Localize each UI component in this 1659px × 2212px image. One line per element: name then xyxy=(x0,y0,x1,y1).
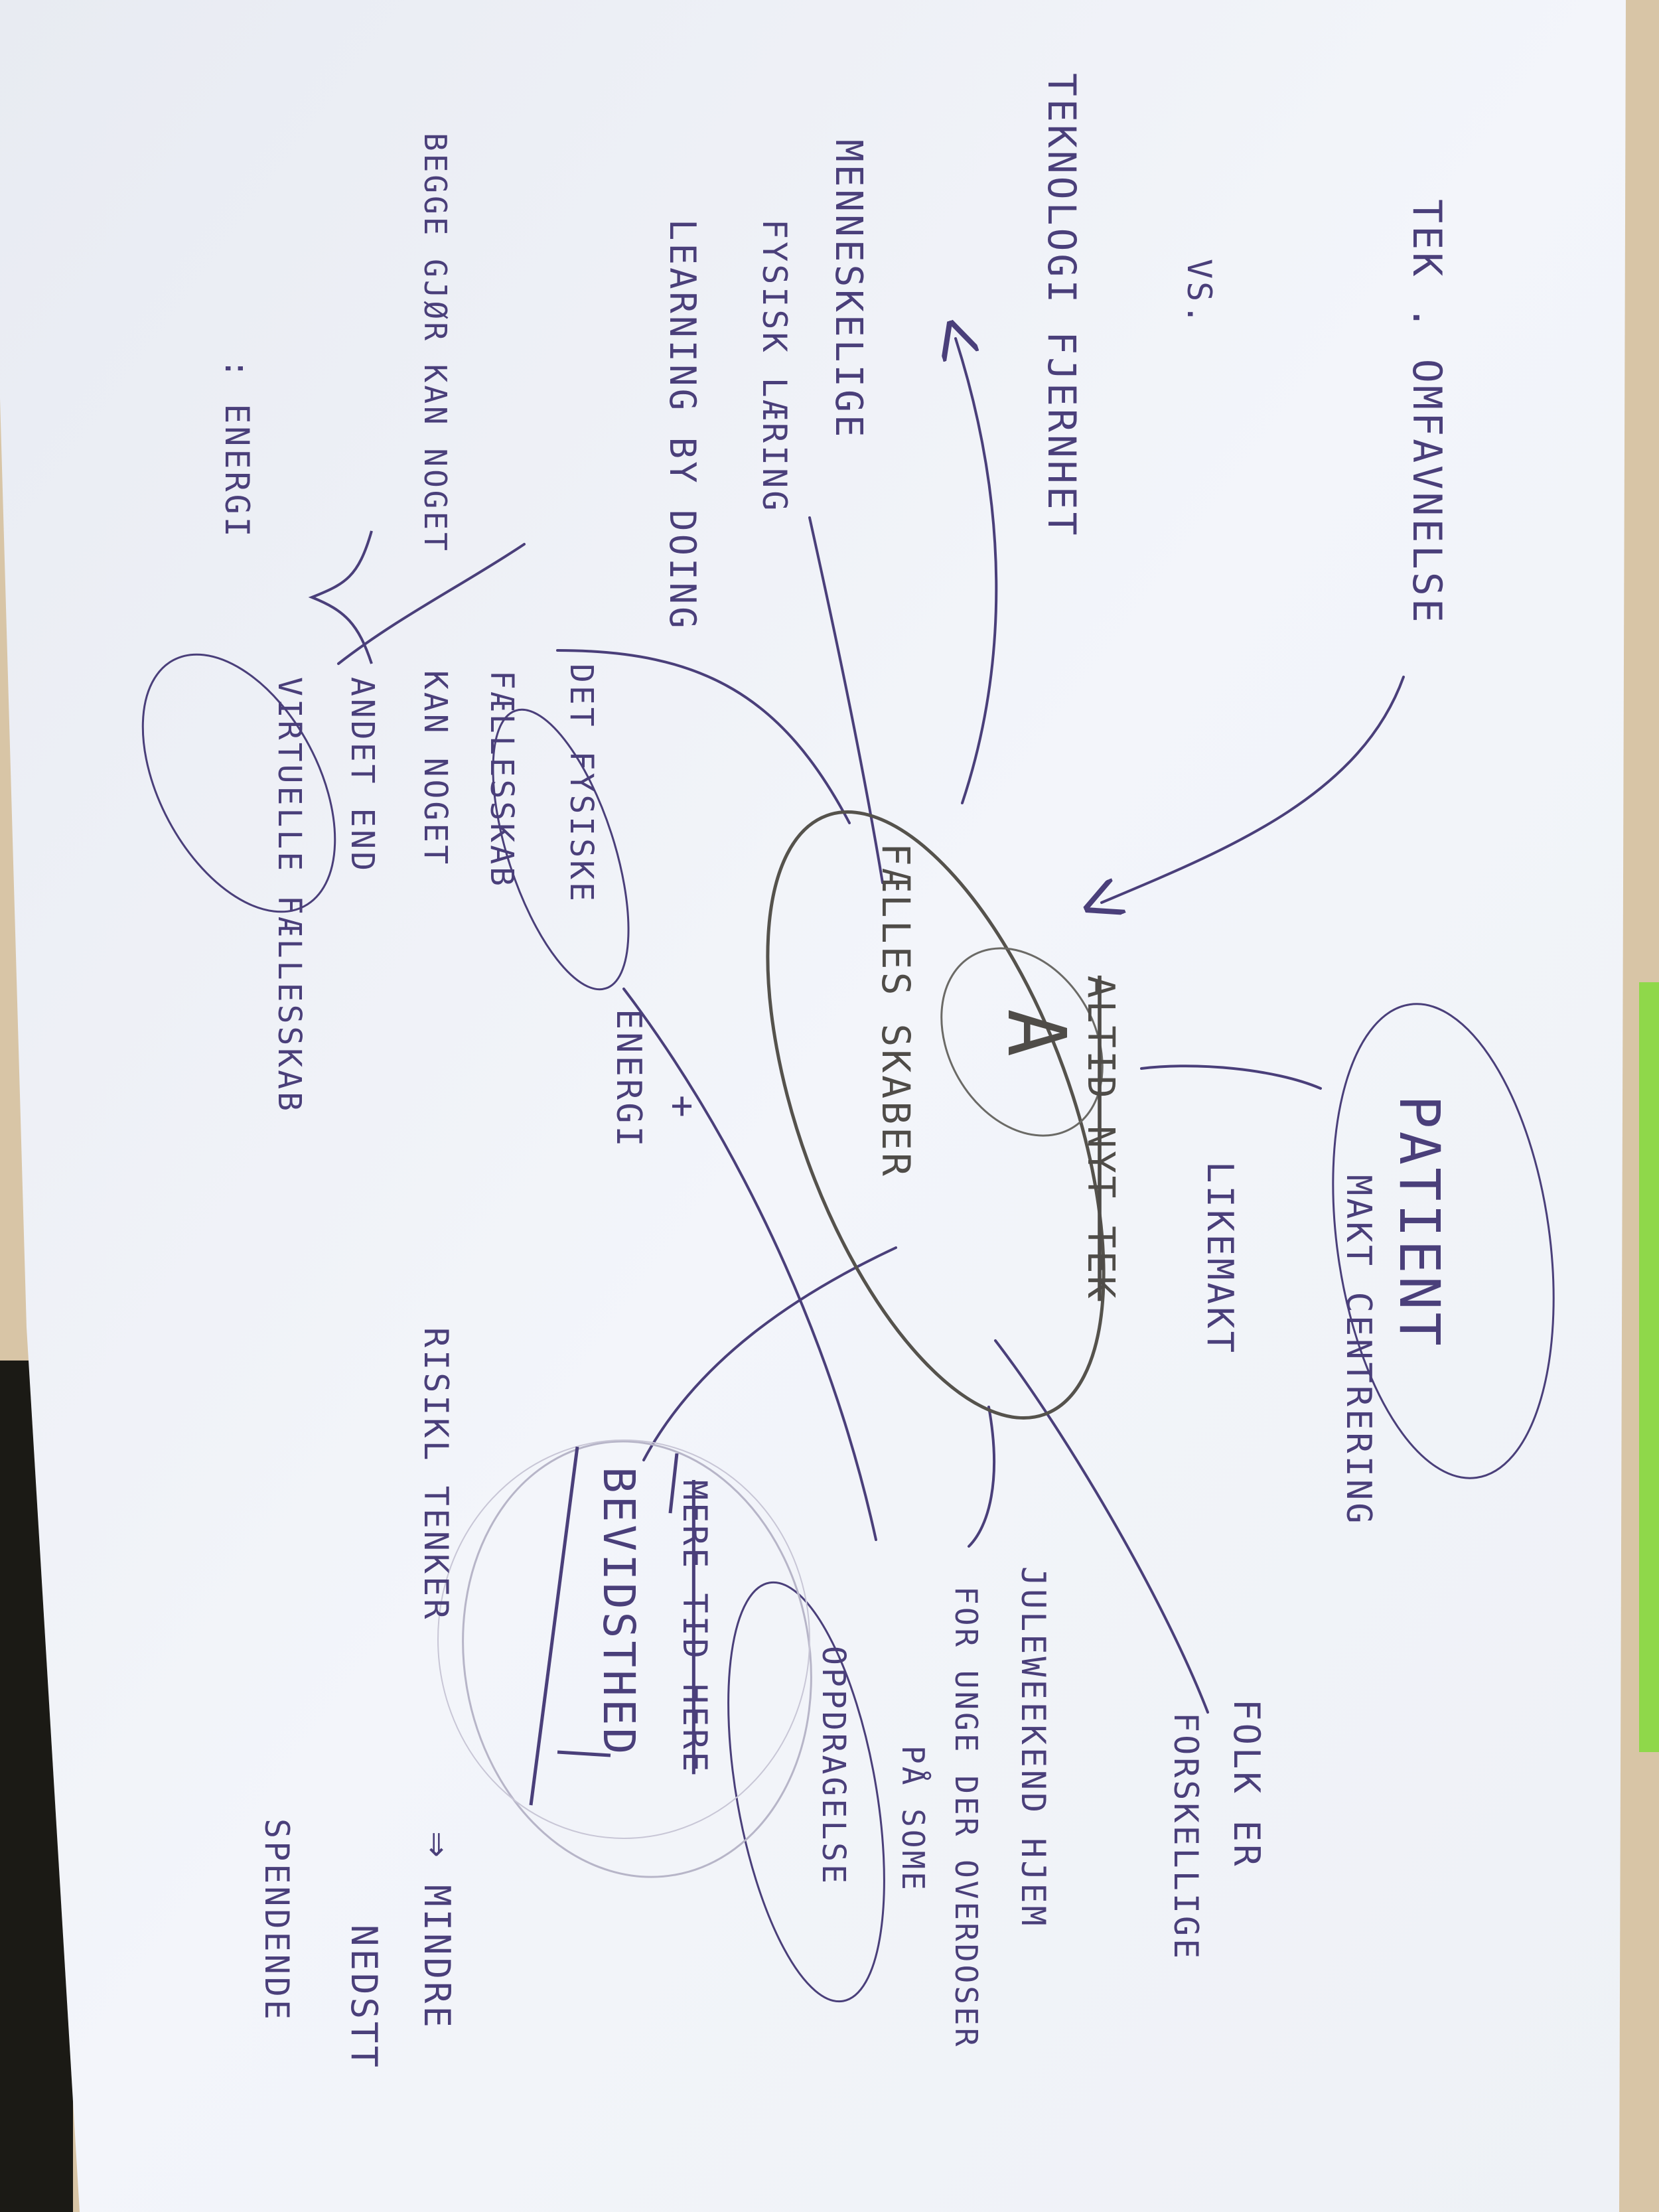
text-felles-skaber: FÆLLES SKABER xyxy=(873,843,918,1179)
line-fjernhet xyxy=(956,338,998,804)
note-nedstt: NEDSTT xyxy=(343,1925,385,2070)
text-folk-er: FOLK ER xyxy=(1226,1699,1267,1869)
line-doing xyxy=(556,649,851,824)
note-folk-er: FOLK ER xyxy=(1226,1699,1267,1869)
text-likemakt: LIKEMAKT xyxy=(1199,1161,1241,1355)
note-kan-noget: KAN NOGET xyxy=(417,670,454,867)
line-juleweekend xyxy=(968,1406,995,1548)
text-energi-right: ENERGI xyxy=(609,1009,648,1149)
text-spendende: SPENDENDE xyxy=(257,1818,296,2022)
line-menneskelige xyxy=(808,516,884,884)
text-andet-end: ANDET END xyxy=(344,677,381,873)
note-menneskelige: MENNESKELIGE xyxy=(827,139,870,440)
text-altid-nyt-tek: ALTID NYT TEK xyxy=(1079,976,1122,1301)
center-small-ellipse xyxy=(940,947,1104,1137)
note-omfavnelse: TEK . OMFAVNELSE xyxy=(1404,199,1450,625)
note-juleweekend: JULEWEEKEND HJEM xyxy=(1014,1566,1052,1929)
brace-icon xyxy=(308,530,373,664)
note-plus: + xyxy=(661,1095,704,1120)
bevidsthed-faint-ellipse xyxy=(462,1440,812,1878)
text-teknologi-fjernhet: TEKNOLOGI FJERNHET xyxy=(1039,73,1084,538)
line-energi-down xyxy=(622,988,877,1541)
bevidsthed-faint-ellipse-2 xyxy=(437,1439,810,1839)
note-arrow-symbol: ⇒ xyxy=(414,1832,463,1860)
note-mindre: MINDRE xyxy=(416,1885,458,2030)
text-forskellige: FORSKELLIGE xyxy=(1167,1712,1205,1961)
line-omfavnelse xyxy=(1102,676,1405,903)
text-menneskelige: MENNESKELIGE xyxy=(827,139,870,440)
text-energi-left: : ENERGI xyxy=(218,358,256,540)
note-pa-some: PÅ SOME xyxy=(895,1745,931,1893)
underline-icon-3 xyxy=(557,1750,611,1757)
note-for-unge: FOR UNGE DER OVERDOSER xyxy=(948,1586,984,2049)
text-fysisk-laering: FYSISK LÆRING xyxy=(755,219,794,513)
note-center-a: A xyxy=(989,1009,1082,1059)
note-andet-end: ANDET END xyxy=(344,677,381,873)
note-learning-by-doing: LEARNING BY DOING xyxy=(662,219,703,631)
text-virtuelle-fellesskab: VIRTUELLE FÆLLESSKAB xyxy=(271,677,308,1114)
text-learning-by-doing: LEARNING BY DOING xyxy=(662,219,703,631)
note-det-fysiske: DET FYSISKE xyxy=(563,664,600,904)
line-begge xyxy=(337,543,526,665)
text-center-a: A xyxy=(989,1009,1082,1059)
note-likemakt: LIKEMAKT xyxy=(1199,1161,1241,1355)
note-fysisk-laering: FYSISK LÆRING xyxy=(755,219,794,513)
text-juleweekend: JULEWEEKEND HJEM xyxy=(1014,1566,1052,1929)
det-fysiske-ellipse xyxy=(492,708,630,991)
text-risikl-tenker: RISIKL TENKER xyxy=(417,1327,455,1621)
note-altid-nyt-tek: ALTID NYT TEK xyxy=(1079,976,1122,1301)
line-likemakt xyxy=(1140,1065,1322,1090)
note-risikl-tenker: RISIKL TENKER xyxy=(417,1327,455,1621)
note-bevidsthed: BEVIDSTHED xyxy=(593,1467,644,1757)
arrow-icon: ⇒ xyxy=(414,1832,463,1860)
underline-icon-2 xyxy=(668,1453,679,1514)
line-folk xyxy=(994,1339,1209,1714)
text-bevidsthed: BEVIDSTHED xyxy=(593,1467,644,1757)
text-tek-omfavnelse: TEK . OMFAVNELSE xyxy=(1404,199,1450,625)
center-ellipse xyxy=(766,810,1106,1420)
text-plus: + xyxy=(661,1095,704,1120)
note-patient: PATIENT xyxy=(1387,1095,1452,1349)
underline-icon xyxy=(529,1446,579,1806)
energi-ellipse xyxy=(141,653,336,913)
note-fjernhet: TEKNOLOGI FJERNHET xyxy=(1039,73,1084,538)
text-for-unge: FOR UNGE DER OVERDOSER xyxy=(948,1586,984,2049)
oppdragelse-ellipse xyxy=(727,1581,885,2003)
text-oppdragelse: OPPDRAGELSE xyxy=(815,1646,852,1886)
text-mere-tid: MERE TID HERE xyxy=(676,1480,714,1774)
note-forskellige: FORSKELLIGE xyxy=(1167,1712,1205,1961)
text-kan-noget: KAN NOGET xyxy=(417,670,454,867)
text-nedstt: NEDSTT xyxy=(343,1925,385,2070)
note-spendende: SPENDENDE xyxy=(257,1818,296,2022)
note-begge: BEGGE GJØR KAN NOGET xyxy=(417,133,453,553)
text-maktcentrering: MAKT CENTRERING xyxy=(1338,1175,1378,1526)
note-fellesskab: FÆLLESSKAB xyxy=(483,670,520,889)
note-mere-tid: MERE TID HERE xyxy=(676,1480,714,1774)
text-det-fysiske: DET FYSISKE xyxy=(563,664,600,904)
text-begge-gjor: BEGGE GJØR KAN NOGET xyxy=(417,133,453,553)
text-fellesskab: FÆLLESSKAB xyxy=(483,670,520,889)
patient-ellipse xyxy=(1332,1003,1555,1479)
note-energi-right: ENERGI xyxy=(609,1009,648,1149)
note-oppdragelse: OPPDRAGELSE xyxy=(815,1646,852,1886)
note-maktcentrering: MAKT CENTRERING xyxy=(1338,1175,1378,1526)
note-felles-skaber: FÆLLES SKABER xyxy=(873,843,918,1179)
text-patient: PATIENT xyxy=(1387,1095,1452,1349)
text-mindre: MINDRE xyxy=(416,1885,458,2030)
note-energi-left: : ENERGI xyxy=(218,358,256,540)
text-vs: VS. xyxy=(1180,259,1218,327)
text-pa-some: PÅ SOME xyxy=(895,1745,931,1893)
green-sticky-note xyxy=(1639,982,1659,1752)
note-vs: VS. xyxy=(1180,259,1218,327)
note-virtuelle: VIRTUELLE FÆLLESSKAB xyxy=(271,677,308,1114)
